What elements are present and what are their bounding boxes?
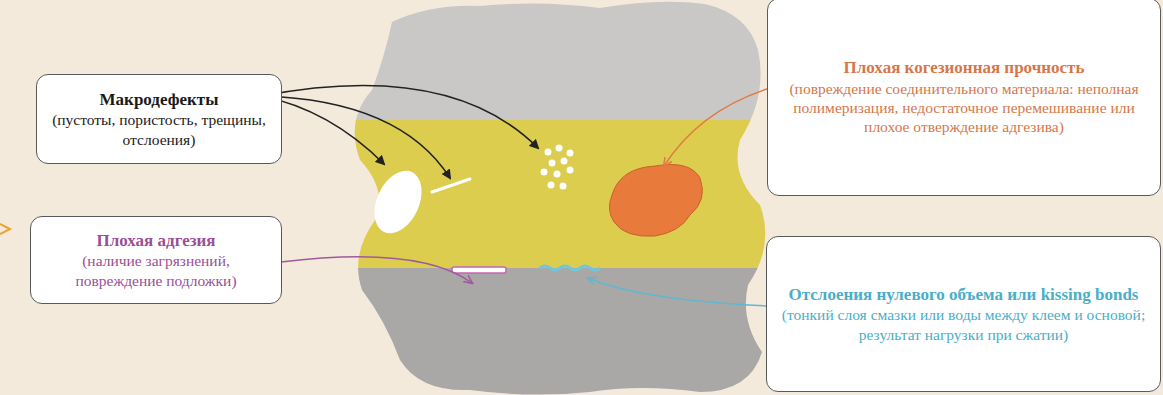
callout-body: (тонкий слоя смазки или воды между клеем… (777, 305, 1150, 344)
lower-substrate (340, 268, 780, 395)
defect-callout: Плохая когезионная прочность(повреждение… (767, 0, 1161, 196)
defect-callout: Макродефекты(пустоты, пористость, трещин… (36, 74, 282, 164)
defect-callout: Плохая адгезия(наличие загрязнений, повр… (30, 216, 282, 304)
void (365, 163, 431, 241)
callout-body: (пустоты, пористость, трещины, отслоения… (47, 110, 271, 149)
cohesive-failure-zone (609, 165, 702, 237)
adhesive-layer (340, 120, 780, 270)
upper-substrate (340, 0, 780, 122)
porosity (541, 145, 574, 190)
leader-line (664, 88, 770, 166)
crack (432, 179, 470, 192)
kissing-bond (540, 266, 600, 270)
callout-heading: Макродефекты (100, 89, 219, 110)
bonded-joint (340, 0, 780, 395)
stray-arrowhead (0, 224, 10, 234)
leader-line (281, 257, 472, 283)
leader-line (262, 86, 538, 148)
callout-body: (повреждение соединительного материала: … (778, 79, 1150, 137)
defect-callout: Отслоения нулевого объема или kissing bo… (766, 236, 1161, 392)
callout-heading: Плохая когезионная прочность (844, 57, 1085, 78)
callout-heading: Плохая адгезия (96, 230, 215, 251)
callout-body: (наличие загрязнений, повреждение подлож… (41, 251, 271, 290)
callout-heading: Отслоения нулевого объема или kissing bo… (789, 284, 1139, 305)
adhesion-defect (452, 267, 506, 273)
leader-line (588, 278, 768, 306)
leader-line (262, 96, 450, 178)
